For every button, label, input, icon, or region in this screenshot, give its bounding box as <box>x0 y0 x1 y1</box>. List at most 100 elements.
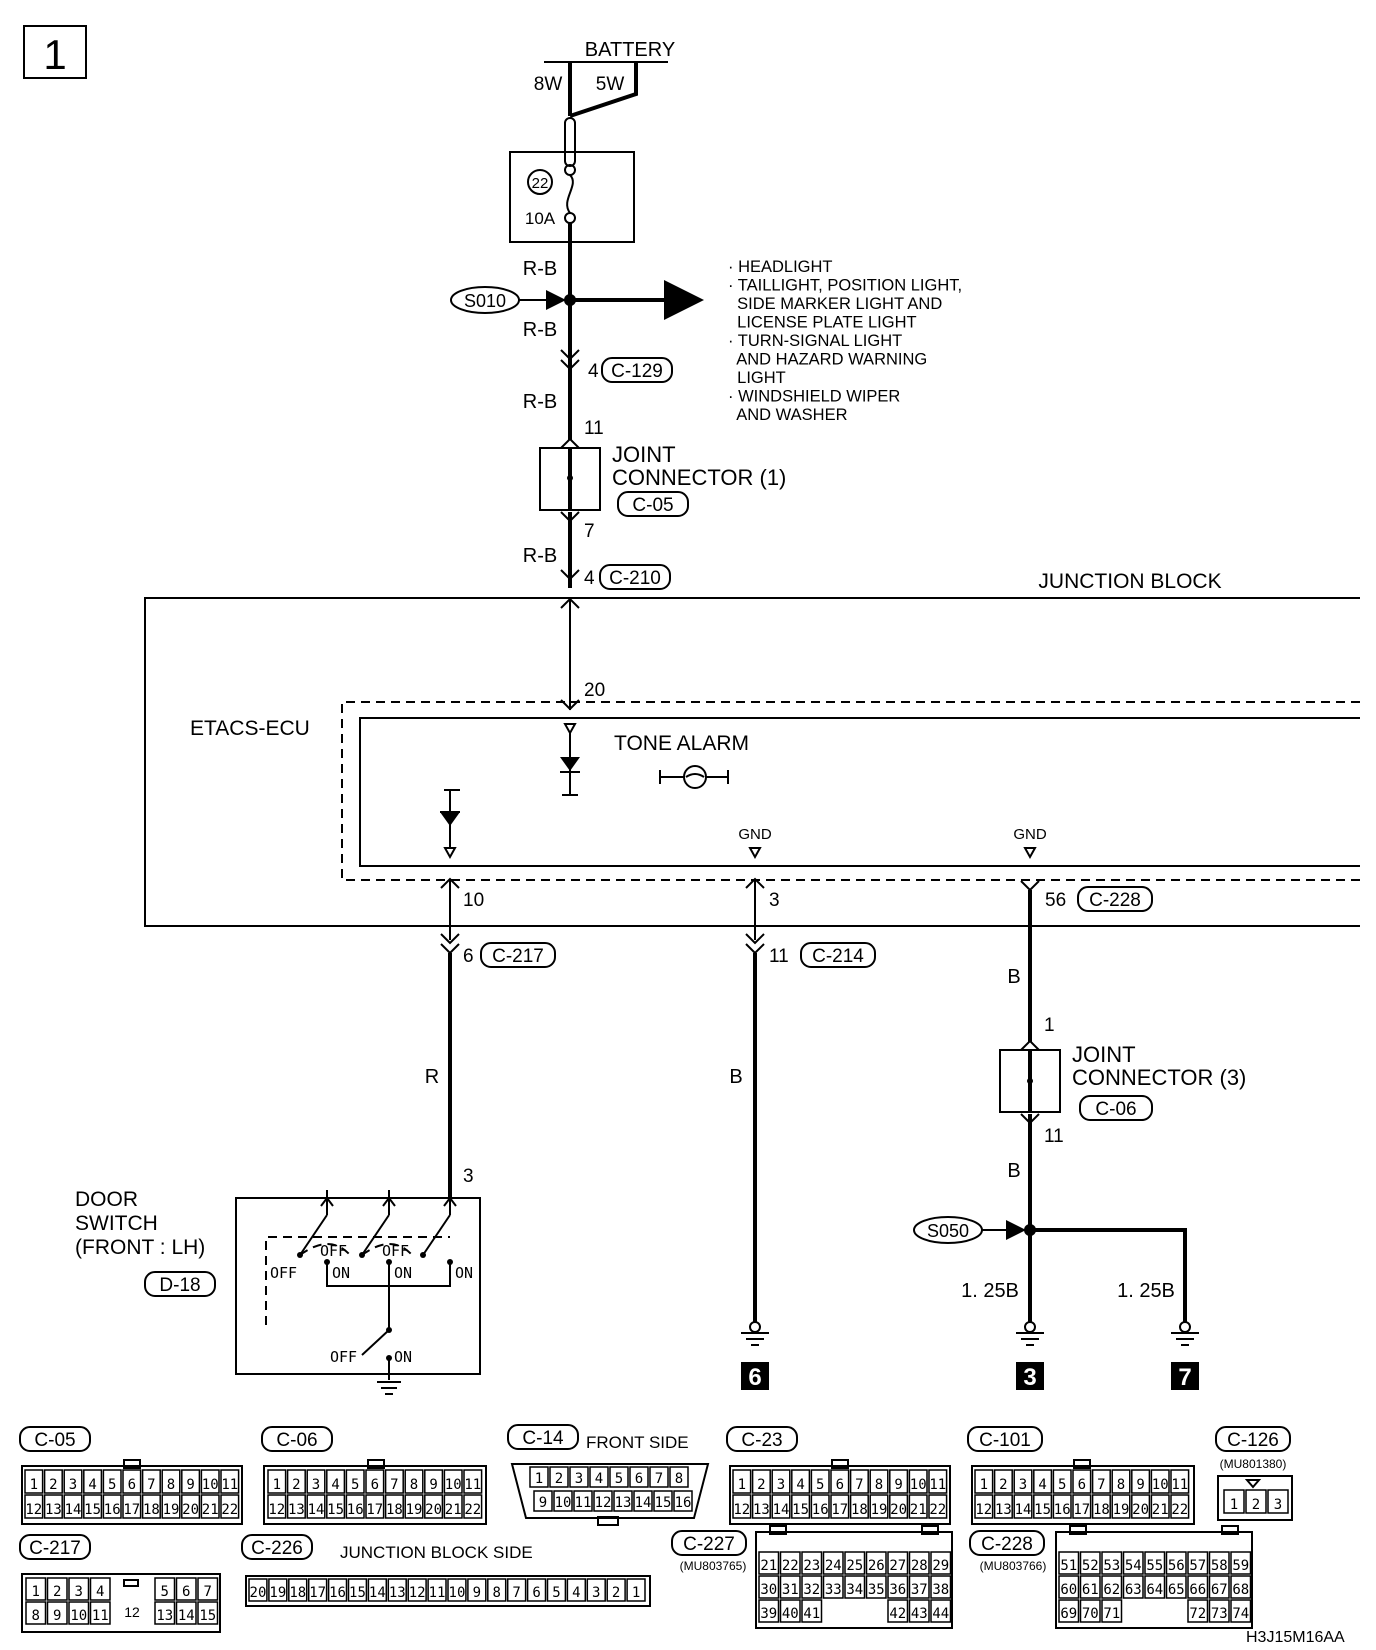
face-c217-cell <box>89 1601 111 1625</box>
face-c05-pin: 11 <box>221 1477 238 1493</box>
face-c05-pin: 5 <box>108 1477 116 1493</box>
face-c06-pin: 12 <box>268 1502 285 1518</box>
face-c226-cell <box>248 1578 268 1602</box>
face-c06-cell <box>345 1469 365 1494</box>
face-c226-pin: 3 <box>592 1585 600 1601</box>
face-c05-cell <box>102 1469 122 1494</box>
face-c101-housing <box>971 1465 1195 1525</box>
face-c05-pin: 18 <box>143 1502 160 1518</box>
face-c226-pin: 5 <box>552 1585 560 1601</box>
face-c226-cell <box>487 1578 507 1602</box>
branch-list: · HEADLIGHT· TAILLIGHT, POSITION LIGHT, … <box>728 258 962 424</box>
face-c217-cell <box>197 1601 219 1625</box>
face-c06-cell <box>267 1469 287 1494</box>
face-c227-pin: 27 <box>889 1558 906 1574</box>
face-c06-pin: 7 <box>390 1477 398 1493</box>
face-c228-pin: 59 <box>1232 1558 1249 1574</box>
face-c226-pin: 15 <box>349 1585 366 1601</box>
face-c217-cell <box>25 1577 47 1601</box>
face-c101-pin: 19 <box>1113 1502 1130 1518</box>
face-c23-pin: 10 <box>910 1477 927 1493</box>
face-c101-cell <box>1072 1494 1092 1519</box>
face-c226-pin: 14 <box>369 1585 386 1601</box>
face-c126-pin: 3 <box>1274 1497 1282 1513</box>
face-c101-pin: 12 <box>975 1502 992 1518</box>
face-c23-cell <box>830 1494 850 1519</box>
face-c227-pin: 38 <box>932 1582 949 1598</box>
terminal-jc1-in <box>560 437 580 449</box>
face-c05-cell <box>83 1469 103 1494</box>
face-c05-cell <box>141 1494 161 1519</box>
face-c06-pin: 16 <box>347 1502 364 1518</box>
face-c217-pin: 6 <box>182 1584 190 1600</box>
tone-alarm-label: TONE ALARM <box>614 732 749 755</box>
pin-c214: 11 <box>769 946 789 967</box>
face-c14-pin: 5 <box>615 1471 623 1487</box>
face-c227-cell <box>908 1575 930 1599</box>
face-c228-cell <box>1208 1599 1230 1623</box>
face-c126-cell <box>1223 1489 1245 1514</box>
face-c14-cell <box>633 1490 653 1512</box>
switch-off-4: OFF <box>330 1348 357 1366</box>
face-c23-label-frame <box>726 1426 798 1452</box>
gnd-label-2: GND <box>1013 826 1047 843</box>
face-c05-pin: 2 <box>49 1477 57 1493</box>
face-c101-pin: 18 <box>1093 1502 1110 1518</box>
face-c23-pin: 21 <box>910 1502 927 1518</box>
face-c23-pin: 11 <box>929 1477 946 1493</box>
face-c05-cell <box>24 1469 44 1494</box>
face-c226-pin: 17 <box>309 1585 326 1601</box>
face-c217-cell <box>46 1601 68 1625</box>
face-c228-cell <box>1230 1575 1252 1599</box>
face-c14-cell <box>669 1466 689 1488</box>
face-c228-pin: 65 <box>1168 1582 1185 1598</box>
face-c23-cell <box>908 1469 928 1494</box>
wire-color-rb-4: R-B <box>523 545 557 567</box>
face-c227-pin: 34 <box>846 1582 863 1598</box>
face-c226-pin: 19 <box>269 1585 286 1601</box>
face-c23-cell <box>810 1494 830 1519</box>
face-c05-pin: 13 <box>45 1502 62 1518</box>
branch-item: · WINDSHIELD WIPER <box>728 388 900 406</box>
connector-c214-frame <box>800 942 876 968</box>
etacs-inner-frame <box>359 717 1360 867</box>
face-c05-pin: 4 <box>88 1477 96 1493</box>
face-c101-cell <box>1052 1469 1072 1494</box>
face-c14-pin: 16 <box>675 1495 692 1511</box>
door-switch-box <box>235 1197 481 1375</box>
face-c05-pin: 15 <box>84 1502 101 1518</box>
connector-c228: C-228 <box>1089 890 1141 911</box>
face-c14-pin: 9 <box>539 1495 547 1511</box>
face-c101-cell <box>974 1469 994 1494</box>
face-c23-cell <box>889 1469 909 1494</box>
switch-on-3: ON <box>455 1264 473 1282</box>
face-c228-cell <box>1058 1551 1080 1575</box>
face-c228-cell <box>1144 1575 1166 1599</box>
face-c226-cell <box>288 1578 308 1602</box>
fusible-link <box>564 117 576 167</box>
face-c227-cell <box>844 1551 866 1575</box>
tone-alarm-diode <box>560 757 580 771</box>
face-c101-pin: 11 <box>1171 1477 1188 1493</box>
ground-ref-6-box <box>741 1362 769 1390</box>
face-c05-pin: 20 <box>182 1502 199 1518</box>
face-c05-pin: 22 <box>221 1502 238 1518</box>
face-c227-cell <box>865 1575 887 1599</box>
wire-color-b125-1: 1. 25B <box>961 1280 1019 1302</box>
pin-jc1-in: 11 <box>584 418 604 439</box>
face-c217-cell <box>68 1601 90 1625</box>
face-c14-cell <box>529 1466 549 1488</box>
face-c226-cell <box>307 1578 328 1602</box>
door-switch-contacts <box>297 1190 457 1395</box>
ground-ref-7-box <box>1171 1362 1199 1390</box>
face-c227-pin: 33 <box>825 1582 842 1598</box>
face-c228-pin: 60 <box>1060 1582 1077 1598</box>
face-c227-cell <box>930 1575 952 1599</box>
face-c05-pin: 3 <box>69 1477 77 1493</box>
ground-ref-7: 7 <box>1178 1364 1191 1391</box>
face-c217-pin: 14 <box>178 1608 195 1624</box>
face-c06-cell <box>463 1494 483 1519</box>
face-c228-pin: 57 <box>1189 1558 1206 1574</box>
face-c06-pin: 19 <box>406 1502 423 1518</box>
face-c217-pin: 2 <box>53 1584 61 1600</box>
